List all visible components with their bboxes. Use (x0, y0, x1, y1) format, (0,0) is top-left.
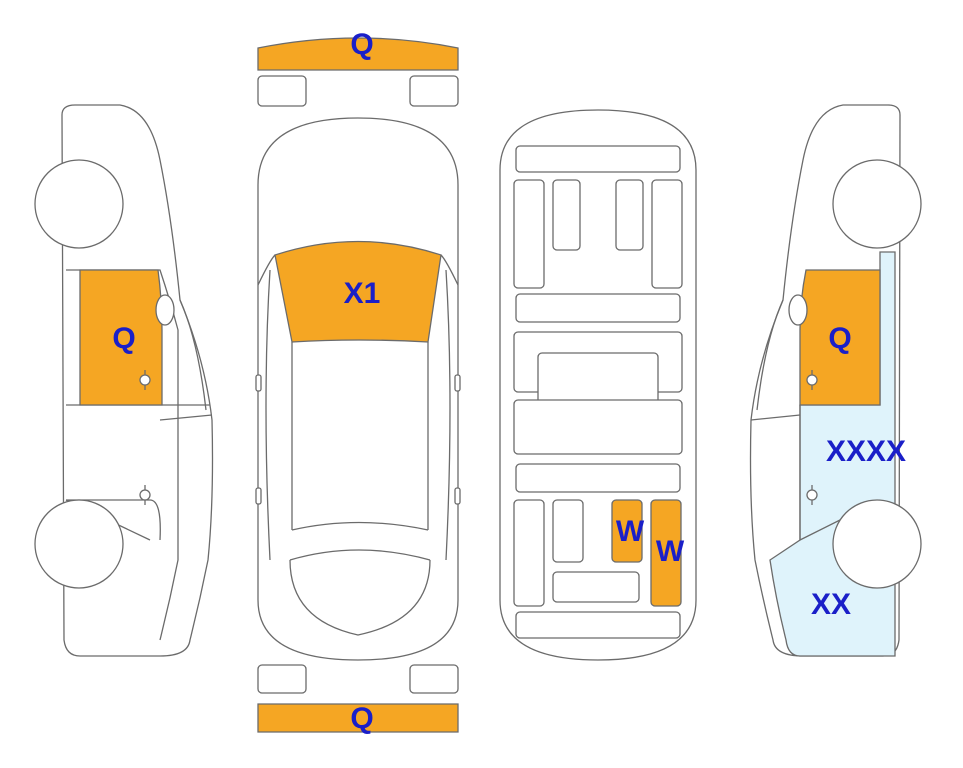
label-windshield: X1 (344, 277, 381, 310)
right-front-wheel (832, 159, 922, 249)
top-view: Q X1 Q (255, 28, 461, 735)
rear-left-light (257, 664, 307, 694)
front-left-headlight (257, 75, 307, 107)
front-right-headlight (409, 75, 459, 107)
left-rear-wheel (34, 499, 124, 589)
left-mirror (155, 294, 175, 326)
label-left-front-door: Q (112, 322, 135, 355)
underbody-view: W W (499, 109, 697, 661)
right-mirror (788, 294, 808, 326)
right-rear-wheel (832, 499, 922, 589)
rear-bumper-damage (257, 703, 459, 733)
left-front-wheel (34, 159, 124, 249)
floor-right-damage (650, 499, 682, 607)
label-floor-right: W (656, 535, 685, 568)
label-right-rear-door: XXXX (826, 435, 906, 468)
left-side-view: Q (34, 104, 214, 657)
label-right-front-door: Q (828, 322, 851, 355)
floor-left-damage (611, 499, 643, 563)
label-front-bumper: Q (350, 28, 373, 61)
label-rear-bumper: Q (350, 702, 373, 735)
label-right-rear-quarter: XX (811, 588, 851, 621)
rear-right-light (409, 664, 459, 694)
label-floor-left: W (616, 515, 645, 548)
front-bumper-damage (257, 37, 459, 71)
right-side-view: Q XXXX XX (749, 104, 922, 657)
